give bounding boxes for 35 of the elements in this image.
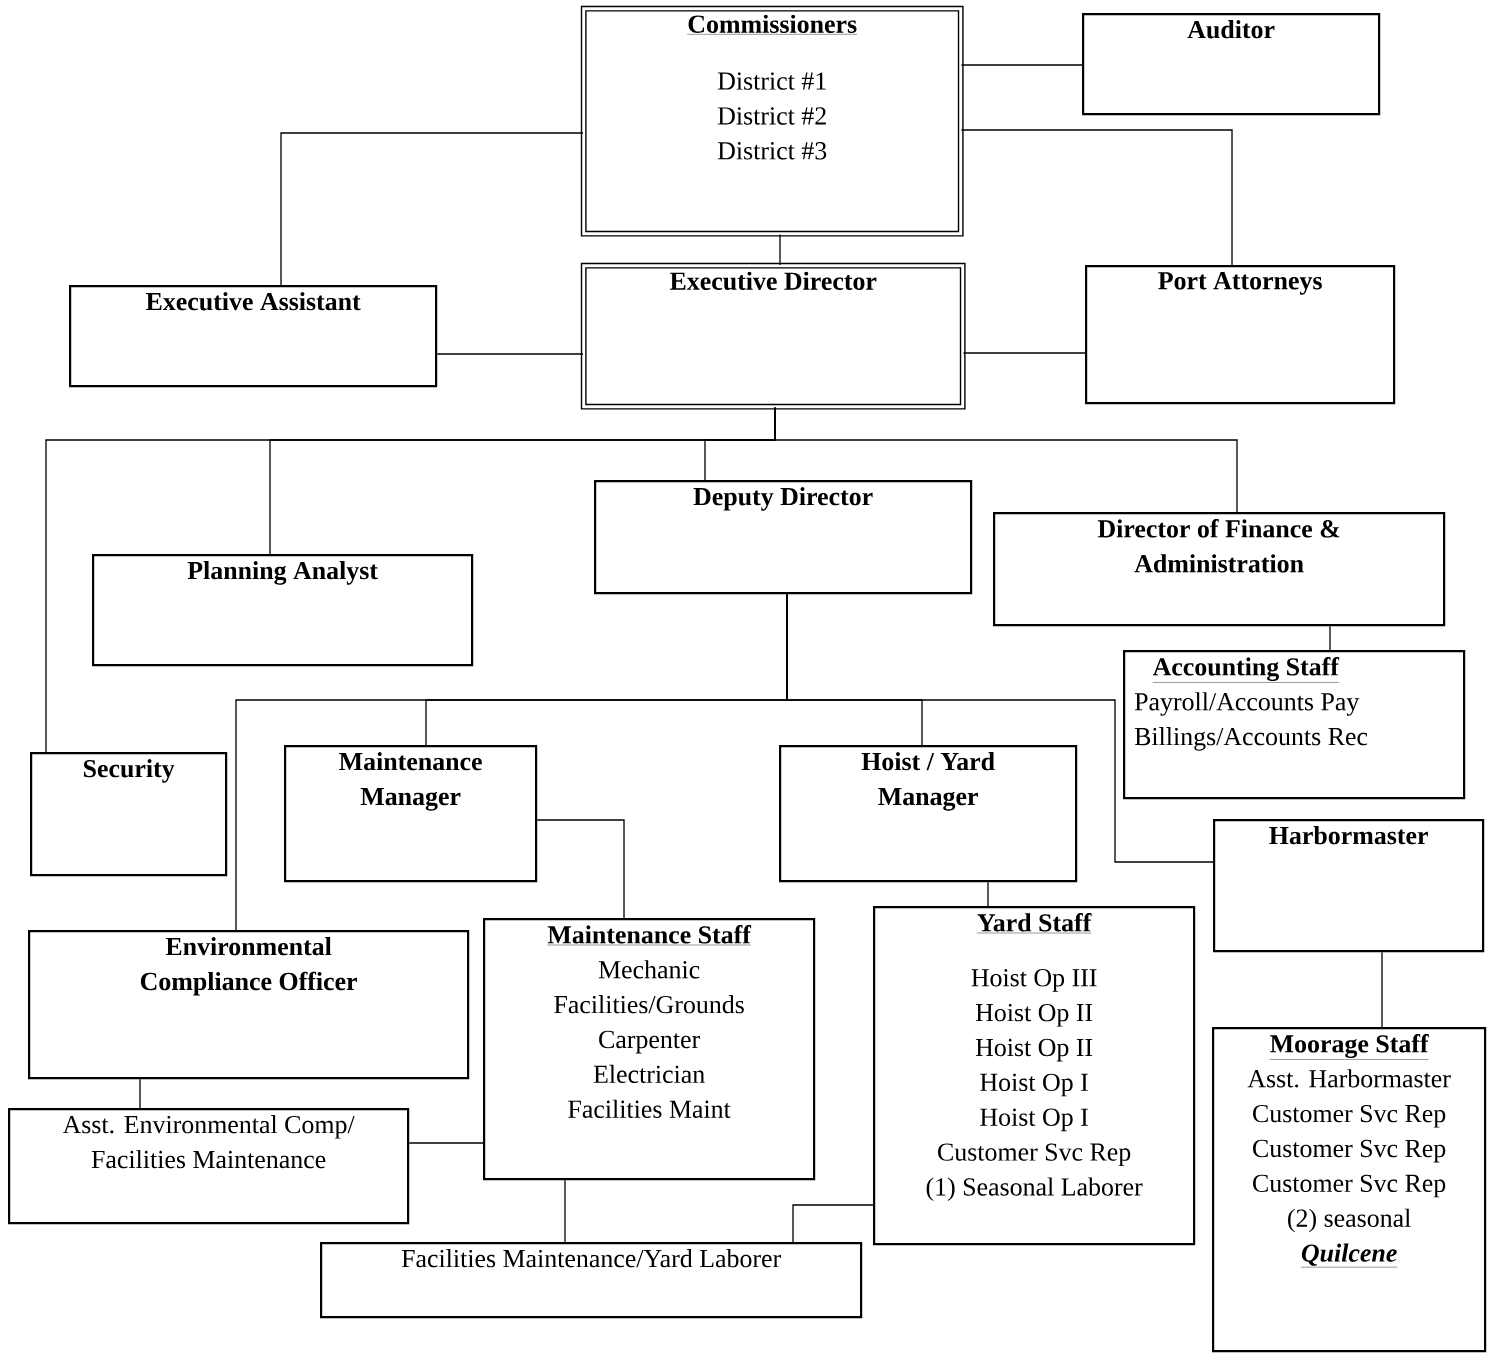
- org-box: Executive Assistant: [69, 285, 438, 388]
- org-box: Hoist / Yard Manager: [779, 745, 1078, 883]
- connector-line: [1329, 625, 1331, 651]
- org-box: Deputy Director: [594, 480, 973, 595]
- org-box: Harbormaster: [1213, 819, 1485, 953]
- connector-line: [139, 1078, 141, 1109]
- org-box: Maintenance Staff Mechanic Facilities/Grounds Carpenter Electrician Facilities Maint: [483, 918, 816, 1181]
- org-box: Environmental Compliance Officer: [28, 930, 470, 1080]
- connector-line: [962, 352, 1086, 354]
- org-box: Director of Finance & Administration: [993, 512, 1446, 627]
- org-box: Yard Staff Hoist Op III Hoist Op II Hoist Op II Hoist Op I Hoist Op I Customer Svc Rep (1) Seasonal Laborer: [873, 906, 1196, 1246]
- connector-line: [280, 132, 584, 286]
- org-box: Executive Director: [580, 262, 966, 410]
- org-box: Planning Analyst: [92, 554, 474, 667]
- org-box: Moorage Staff Asst. Harbormaster Customer Svc Rep Customer Svc Rep Customer Svc Rep (2) seasonal Quilcene: [1212, 1027, 1487, 1353]
- connector-line: [960, 129, 1233, 266]
- connector-line: [564, 1179, 566, 1243]
- connector-line: [792, 1204, 874, 1243]
- connector-line: [436, 353, 584, 355]
- connector-line: [1381, 951, 1383, 1028]
- org-box: Asst. Environmental Comp/ Facilities Maintenance: [8, 1108, 410, 1225]
- connector-line: [987, 881, 989, 907]
- connector-line: [779, 233, 781, 266]
- org-box: Maintenance Manager: [284, 745, 538, 883]
- org-box: Commissioners District #1 District #2 District #3: [580, 5, 964, 237]
- org-box: Port Attorneys: [1085, 265, 1396, 405]
- org-box: Auditor: [1082, 13, 1381, 116]
- connector-line: [774, 406, 1238, 513]
- connector-line: [536, 819, 625, 919]
- connector-line: [960, 64, 1083, 66]
- org-box: Facilities Maintenance/Yard Laborer: [320, 1242, 863, 1319]
- org-box: Accounting Staff Payroll/Accounts Pay Billings/Accounts Rec: [1123, 650, 1466, 800]
- connector-line: [786, 593, 1214, 863]
- connector-line: [408, 1142, 484, 1144]
- org-box: Security: [30, 752, 228, 877]
